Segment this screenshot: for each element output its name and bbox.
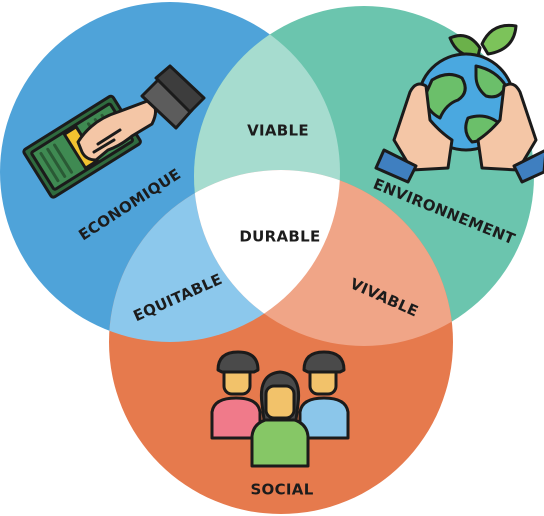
label-durable: DURABLE [239, 228, 320, 246]
overlap-equitable [109, 170, 340, 342]
label-viable: VIABLE [247, 122, 309, 140]
label-social: SOCIAL [250, 481, 313, 499]
earth-in-hands-icon [374, 23, 544, 184]
people-group-icon [210, 350, 350, 468]
money-hand-icon [22, 64, 206, 199]
